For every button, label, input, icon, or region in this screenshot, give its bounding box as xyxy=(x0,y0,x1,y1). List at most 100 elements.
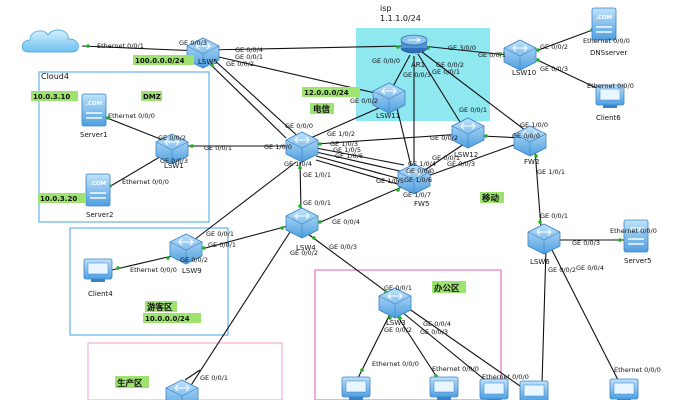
port-label: GE 1/0/4 xyxy=(408,160,436,168)
telecom-title-text: 电信 xyxy=(313,104,331,115)
cloud-zone-title: Cloud4 xyxy=(41,72,69,81)
port-label: Ethernet 0/0/0 xyxy=(372,360,419,368)
lsw3-label: LSW3 xyxy=(386,319,406,327)
port-label: GE 1/0/0 xyxy=(264,143,292,151)
port-label: Ethernet 0/0/0 xyxy=(614,366,661,374)
port-label: GE 0/0/1 xyxy=(432,68,460,76)
server2-ip-badge xyxy=(38,193,85,203)
link-endpoints xyxy=(86,28,622,378)
port-label: GE 0/0/3 xyxy=(420,328,448,336)
port-label: GE 0/0/1 xyxy=(206,230,234,238)
port-label: GE 0/0/4 xyxy=(423,320,451,328)
lsw3-switch-icon[interactable] xyxy=(378,287,412,319)
port-label: GE 0/0/1 xyxy=(235,53,263,61)
port-label: GE 1/0/7 xyxy=(403,191,431,199)
fw5-label: FW5 xyxy=(414,200,429,208)
dnsserver-server-icon[interactable] xyxy=(591,7,617,41)
port-label: GE 1/0/6 xyxy=(335,152,363,160)
lsw6-switch-icon[interactable] xyxy=(527,223,561,255)
office-pc3-icon[interactable] xyxy=(479,378,509,400)
port-label: Ethernet 0/0/0 xyxy=(482,373,529,381)
mobile-title-badge xyxy=(480,192,504,203)
production-title-badge xyxy=(115,376,149,388)
lsw10-switch-icon[interactable] xyxy=(503,39,537,71)
lsw5-subnet-badge xyxy=(133,55,194,65)
dmz-zone xyxy=(38,71,210,223)
fw2-firewall-icon[interactable] xyxy=(513,125,547,157)
visitor-zone xyxy=(69,227,229,336)
server1-server-icon[interactable] xyxy=(81,93,107,127)
telecom-subnet-badge xyxy=(302,87,360,97)
port-label: GE 0/0/2 xyxy=(226,60,254,68)
port-label: GE 1/0/1 xyxy=(303,171,331,179)
server2-server-icon[interactable] xyxy=(85,173,111,207)
ar1-router-icon[interactable] xyxy=(400,34,428,54)
port-label: GE 0/0/2 xyxy=(158,134,186,142)
port-label: GE 0/0/2 xyxy=(180,256,208,264)
port-label: GE 1/0/5 xyxy=(376,177,404,185)
lsw4-label: LSW4 xyxy=(296,244,316,252)
port-label: GE 1/0/6 xyxy=(404,176,432,184)
port-label: GE 0/0/2 xyxy=(290,249,318,257)
port-label: GE 0/0/1 xyxy=(200,374,228,382)
port-label: GE 0/0/0 xyxy=(285,122,313,130)
port-label: GE 0/0/4 xyxy=(576,264,604,272)
port-label: GE 0/0/3 xyxy=(403,71,431,79)
port-label: GE 0/0/1 xyxy=(204,144,232,152)
port-label: GE 0/0/2 xyxy=(350,97,378,105)
lsw4-switch-icon[interactable] xyxy=(285,207,319,239)
mobile-title-text: 移动 xyxy=(482,193,500,204)
lsw9-label: LSW9 xyxy=(182,267,202,275)
production-zone xyxy=(87,342,283,400)
port-label: Ethernet 0/0/0 xyxy=(587,82,634,90)
cloud-icon[interactable] xyxy=(21,29,79,53)
fw2-label: FW2 xyxy=(524,158,539,166)
ar1-label: AR1 xyxy=(411,61,425,69)
office-pc4-icon[interactable] xyxy=(519,380,549,400)
server5-server-icon[interactable] xyxy=(623,219,649,253)
port-label: GE 0/0/0 xyxy=(512,132,540,140)
port-label: GE 1/0/5 xyxy=(333,146,361,154)
port-label: GE 0/0/1 xyxy=(478,51,506,59)
port-label: GE 0/0/1 xyxy=(540,212,568,220)
dmz-title-text: DMZ xyxy=(143,93,161,101)
port-labels: Ethernet 0/0/1 GE 0/0/3 GE 0/0/4 GE 0/0/… xyxy=(97,37,661,382)
server2-label: Server2 xyxy=(86,211,113,219)
server1-ip-badge xyxy=(31,91,78,101)
office-title-badge xyxy=(432,281,466,293)
production-switch-icon[interactable] xyxy=(165,379,199,400)
port-label: GE 1/0/2 xyxy=(327,130,355,138)
port-label: GE 0/0/3 xyxy=(572,239,600,247)
lsw1-label: LSW1 xyxy=(164,162,184,170)
port-label: Ethernet 0/0/0 xyxy=(583,37,630,45)
port-label: GE 0/0/2 xyxy=(384,326,412,334)
port-label: GE 1/0/3 xyxy=(330,140,358,148)
port-label: GE 0/0/1 xyxy=(303,199,331,207)
port-label: Ethernet 0/0/0 xyxy=(432,365,479,373)
office-pc1-icon[interactable] xyxy=(341,376,371,400)
lsw5-subnet-text: 100.0.0.0/24 xyxy=(135,57,185,65)
server5-label: Server5 xyxy=(624,257,651,265)
server2-ip-text: 10.0.3.20 xyxy=(40,195,77,203)
lsw12-switch-icon[interactable] xyxy=(451,117,485,149)
port-label: GE 0/0/0 xyxy=(372,57,400,65)
client4-pc-icon[interactable] xyxy=(83,258,113,283)
port-label: Ethernet 0/0/0 xyxy=(130,266,177,274)
port-label: GE 0/0/1 xyxy=(432,154,460,162)
dmz-title-badge xyxy=(141,91,162,101)
lsw10-label: LSW10 xyxy=(512,69,536,77)
port-label: Ethernet 0/0/0 xyxy=(108,112,155,120)
isp-subnet: 1.1.1.0/24 xyxy=(380,14,421,23)
office-pc2-icon[interactable] xyxy=(429,376,459,400)
visitor-title-text: 游客区 xyxy=(147,302,173,313)
port-label: GE 0/0/2 xyxy=(430,134,458,142)
visitor-subnet-text: 10.0.0.0/24 xyxy=(145,315,190,323)
port-label: GE 1/0/1 xyxy=(537,168,565,176)
mobile-pc-icon[interactable] xyxy=(609,378,639,400)
visitor-subnet-badge xyxy=(143,313,201,323)
port-label: Ethernet 0/0/0 xyxy=(122,178,169,186)
port-label: Ethernet 0/0/1 xyxy=(97,42,144,50)
dnsserver-label: DNSserver xyxy=(590,49,627,57)
port-label: Ethernet 0/0/0 xyxy=(610,227,657,235)
